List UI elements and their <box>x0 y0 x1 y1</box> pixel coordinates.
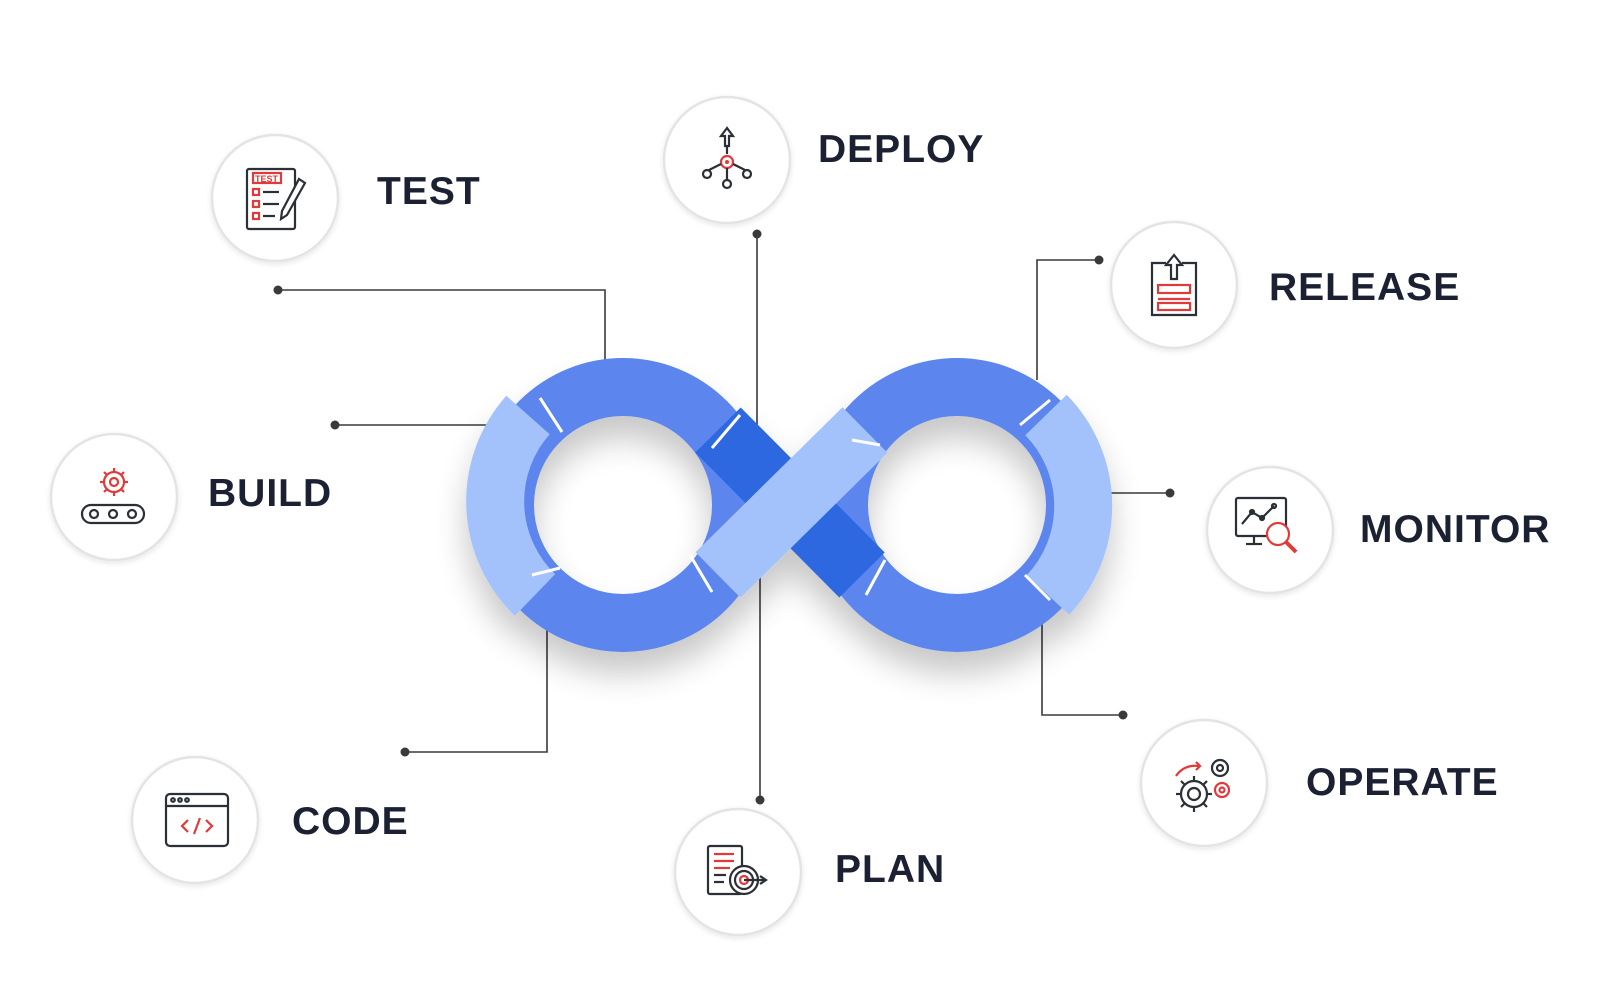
cross-band-light <box>695 407 888 598</box>
right-light-arc <box>1024 394 1113 615</box>
stage-circles <box>49 95 1335 937</box>
test-circle <box>210 133 340 263</box>
code-circle <box>130 755 260 885</box>
stage-label-operate: OPERATE <box>1306 761 1499 804</box>
stage-label-build: BUILD <box>208 472 333 515</box>
stage-label-code: CODE <box>292 800 409 843</box>
stage-label-monitor: MONITOR <box>1360 508 1551 551</box>
connector-code <box>405 625 548 753</box>
monitor-magnifier-icon <box>1234 496 1298 554</box>
stage-label-plan: PLAN <box>835 848 946 891</box>
connector-test <box>278 289 606 365</box>
operate-gears-icon <box>1175 758 1231 812</box>
infinity-loop <box>466 358 1113 652</box>
connector-operate <box>1041 620 1123 716</box>
code-window-icon <box>164 792 230 848</box>
test-checklist-icon: TEST <box>245 167 307 231</box>
build-circle <box>49 432 179 562</box>
left-light-arc <box>466 395 556 616</box>
connector-release <box>1036 259 1099 380</box>
deploy-network-icon <box>701 126 753 190</box>
connector-lines <box>278 234 1170 800</box>
stage-label-release: RELEASE <box>1269 266 1461 309</box>
svg-text:TEST: TEST <box>255 174 279 184</box>
build-gear-conveyor-icon <box>80 468 146 525</box>
stage-label-deploy: DEPLOY <box>818 128 985 171</box>
stage-label-test: TEST <box>377 170 481 213</box>
plan-target-icon <box>706 844 768 896</box>
connector-dots <box>273 229 1175 805</box>
release-upload-icon <box>1150 253 1198 317</box>
